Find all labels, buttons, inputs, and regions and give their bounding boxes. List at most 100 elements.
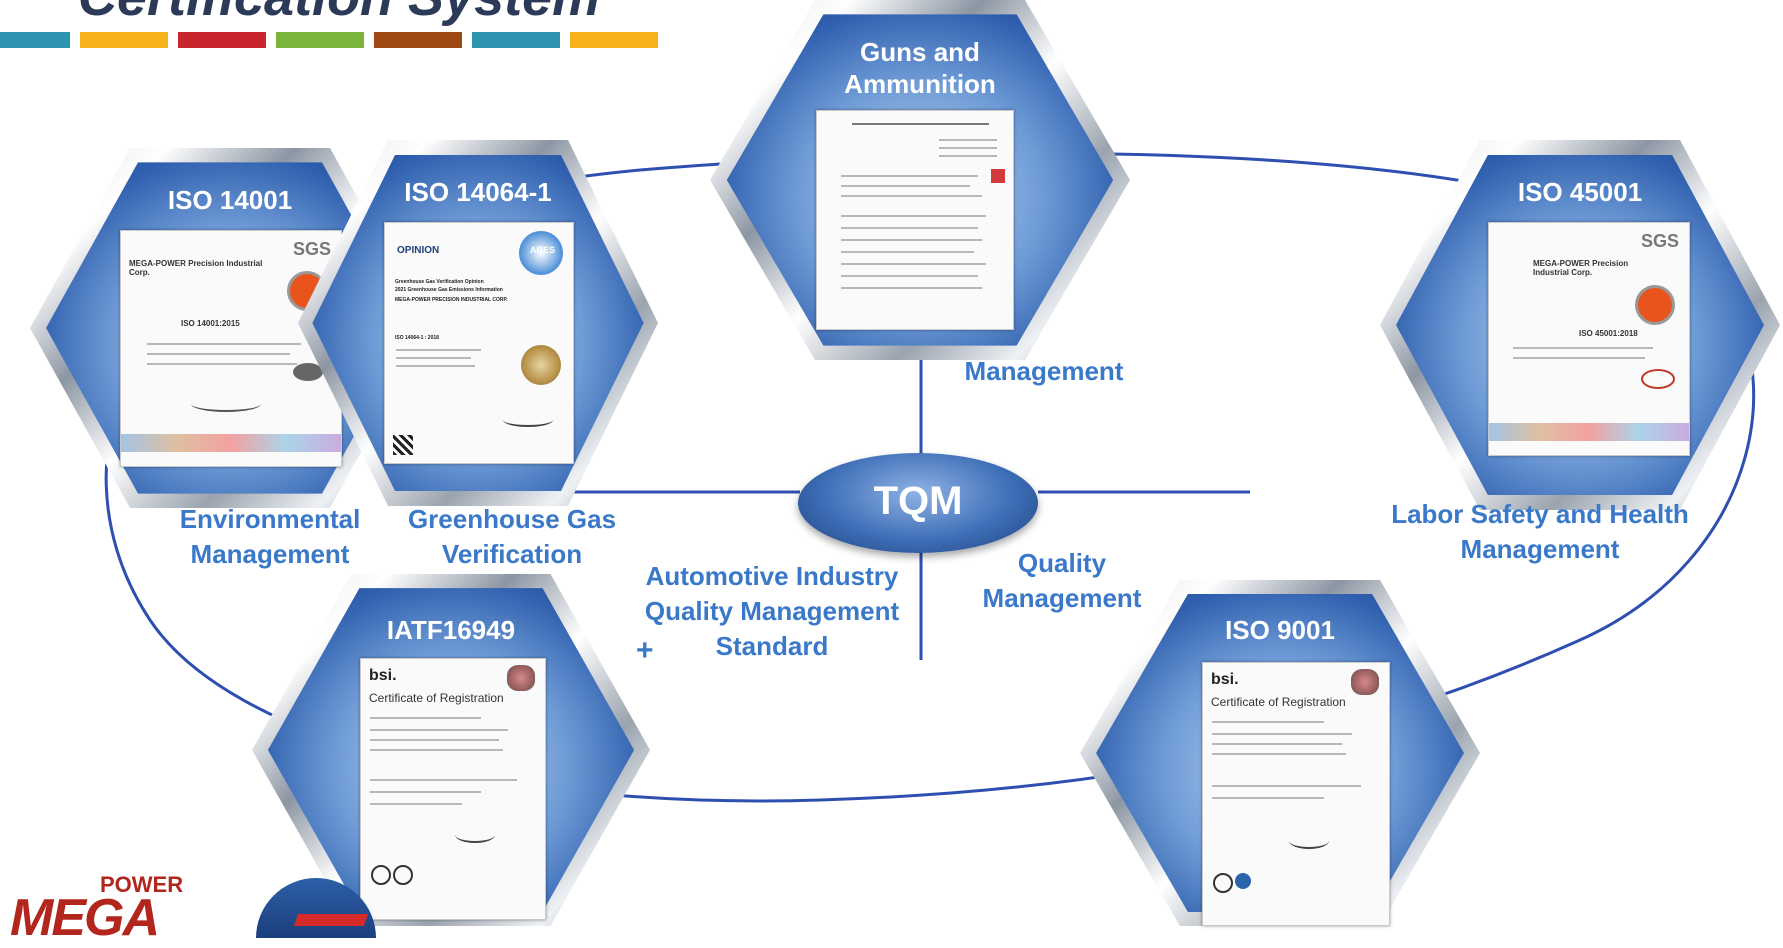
certificate-text-line (938, 147, 998, 149)
certificate-text-line (396, 357, 472, 359)
certificate-text-line (1212, 753, 1347, 755)
certificate-text-line (396, 349, 481, 351)
certificate-company: MEGA-POWER Precision Industrial Corp. (1533, 259, 1629, 277)
qr-code-icon (393, 435, 413, 455)
mega-power-logo: POWER MEGA (0, 872, 220, 947)
certificate-text-line (147, 343, 302, 345)
issuer-logo: bsi. (1211, 671, 1239, 688)
stamp-icon (991, 169, 1005, 183)
hex-iatf16949: IATF16949 bsi. Certificate of Registrati… (252, 574, 650, 926)
certificate-text-line (1212, 733, 1352, 735)
color-bar (374, 32, 462, 48)
caption-line: Quality (1017, 548, 1107, 578)
certificate-text-line (370, 749, 503, 751)
certificate-text-line (147, 353, 291, 355)
certificate-standard: ISO 45001:2018 (1579, 329, 1638, 338)
certificate-text-line (1212, 785, 1362, 787)
certificate-text-line (840, 227, 978, 229)
hex-iso-9001: ISO 9001 bsi. Certificate of Registratio… (1080, 580, 1480, 926)
certificate-text-line (370, 779, 518, 781)
iaf-logo-icon (293, 363, 323, 381)
color-bar (80, 32, 168, 48)
caption-line: Standard (715, 631, 829, 661)
certificate-text-line (840, 195, 982, 197)
signature-icon (455, 827, 495, 843)
color-bar (178, 32, 266, 48)
certificate-text-line (1513, 347, 1653, 349)
caption-quality-management: Quality Management (962, 546, 1162, 616)
certificate-text-line (840, 175, 978, 177)
accreditation-logo-icon (371, 865, 391, 885)
certificate-image-iso-14064-1: OPINION ARES Greenhouse Gas Verification… (384, 222, 574, 464)
certificate-text-line (370, 803, 463, 805)
ares-logo-icon (519, 231, 563, 275)
certificate-text-line (1212, 797, 1324, 799)
hex-iso-45001: ISO 45001 SGS MEGA-POWER Precision Indus… (1380, 140, 1780, 510)
mega-power-logo-main: MEGA (10, 889, 160, 947)
caption-environmental-management: Environmental Management (150, 502, 390, 572)
hex-iso-14064-1: ISO 14064-1 OPINION ARES Greenhouse Gas … (298, 140, 658, 506)
caption-labor-safety-and-health-management: Labor Safety and Health Management (1360, 497, 1720, 567)
caption-line: Verification (441, 539, 583, 569)
certificate-text-line (370, 729, 509, 731)
caption-line: Quality Management (644, 596, 900, 626)
certificate-text-line (938, 155, 998, 157)
caption-line: Management (964, 356, 1124, 386)
caption-line: Management (982, 583, 1142, 613)
certificate-image-iatf16949: bsi. Certificate of Registration (360, 658, 546, 920)
hex-title-line: Guns and (860, 37, 980, 67)
certificate-text-line (396, 365, 476, 367)
certificate-text-line (1212, 743, 1343, 745)
certificate-heading: OPINION (397, 245, 440, 256)
color-bar (276, 32, 364, 48)
crest-icon (507, 665, 535, 691)
page-title: Certification System (78, 0, 600, 28)
certificate-company: MEGA-POWER Precision Industrial Corp. (129, 259, 263, 277)
color-bar (570, 32, 658, 48)
certificate-text-line (840, 185, 970, 187)
certificate-text-line (938, 139, 998, 141)
caption-management: Management (944, 354, 1144, 389)
certificate-text-line (840, 275, 978, 277)
document-title: Certificate of Registration (369, 691, 504, 705)
certificate-standard: ISO 14001:2015 (181, 319, 240, 328)
certificate-text-line (840, 251, 974, 253)
issuer-logo: ARES (529, 245, 555, 255)
partner-logo-stripe (293, 914, 369, 926)
caption-line: Environmental (179, 504, 361, 534)
issuer-logo: bsi. (369, 667, 397, 684)
certificate-standard: ISO 14064-1 : 2018 (395, 335, 439, 341)
hex-title: IATF16949 (386, 615, 516, 645)
plus-icon: + (636, 634, 654, 667)
certificate-text-line (1513, 357, 1645, 359)
certificate-image-iso-45001: SGS MEGA-POWER Precision Industrial Corp… (1488, 222, 1690, 456)
certificate-text-line (370, 739, 499, 741)
caption-line: Automotive Industry (645, 561, 899, 591)
certificate-image-iso-9001: bsi. Certificate of Registration (1202, 662, 1390, 926)
caption-line: Management (190, 539, 350, 569)
seal-icon (521, 345, 561, 385)
hex-title: ISO 9001 (1225, 615, 1335, 645)
signature-icon (1289, 833, 1329, 849)
hex-guns-and-ammunition: Guns and Ammunition (710, 0, 1130, 360)
hex-title: ISO 14064-1 (404, 177, 552, 207)
document-title: Greenhouse Gas Verification Opinion (395, 279, 484, 285)
certificate-text-line (370, 791, 481, 793)
certificate-text-line (840, 215, 986, 217)
mega-power-logo-top: POWER (100, 872, 184, 897)
certificate-badge-icon (1635, 285, 1675, 325)
hex-title: ISO 45001 (1517, 177, 1643, 207)
certificate-text-line (147, 363, 297, 365)
color-bar (0, 32, 70, 48)
signature-icon (503, 413, 553, 427)
caption-greenhouse-gas-verification: Greenhouse Gas Verification (392, 502, 632, 572)
tqm-label: TQM (873, 479, 963, 523)
document-subtitle: 2021 Greenhouse Gas Emissions Informatio… (395, 287, 503, 293)
certificate-text-line (370, 717, 481, 719)
hex-title-line: Ammunition (844, 69, 996, 99)
caption-line: Greenhouse Gas (407, 504, 617, 534)
certificate-text-line (840, 239, 982, 241)
color-bar (472, 32, 560, 48)
certificate-image-iso-14001: SGS MEGA-POWER Precision Industrial Corp… (120, 230, 342, 467)
